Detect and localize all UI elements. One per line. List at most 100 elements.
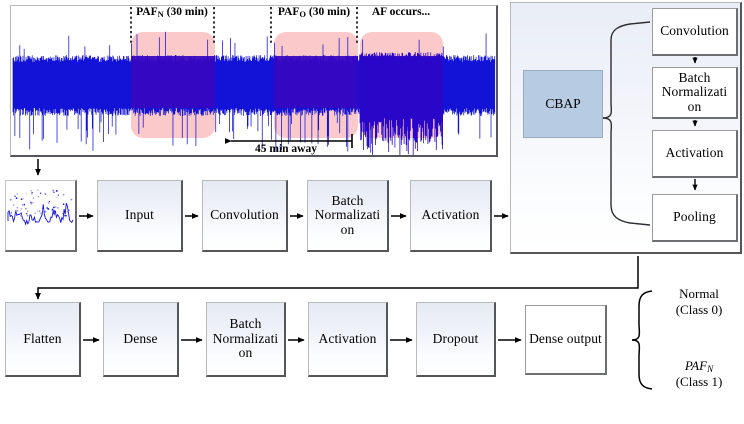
thumbnail-speckle [22,198,24,200]
thumbnail-speckle [42,209,45,212]
thumbnail-speckle [25,212,28,215]
thumbnail-speckle [53,191,55,194]
thumbnail-speckle [9,198,12,201]
thumbnail-speckle [47,207,50,210]
layer-dense[interactable]: Dense [103,302,179,377]
thumbnail-speckle [12,204,15,206]
thumbnail-speckle [55,189,58,192]
thumbnail-speckle [19,209,21,211]
thumbnail-speckle [16,193,18,195]
annotation-pafo-line2: (30 min) [308,6,351,18]
layer-convolution[interactable]: Convolution [202,180,288,252]
interval-label: 45 min away [255,143,317,155]
layer-activation-2[interactable]: Activation [308,302,388,377]
cbap-block-pooling-label: Pooling [673,209,716,225]
thumbnail-speckle [30,202,33,205]
thumbnail-speckle [27,210,29,212]
output-class-pafn-line1: PAFN [684,358,714,374]
thumbnail-speckle [10,211,13,214]
thumbnail-speckle [14,209,17,212]
thumbnail-speckle [30,190,32,192]
thumbnail-speckle [40,212,42,214]
thumbnail-speckle [52,189,55,192]
ecg-waveform [12,31,496,155]
cbap-block-activation[interactable]: Activation [652,130,738,178]
thumbnail-speckle [57,207,59,209]
thumbnail-speckle [66,210,69,213]
thumbnail-speckle [31,193,33,195]
thumbnail-speckle [54,206,57,208]
output-class-normal: Normal (Class 0) [655,286,743,317]
layer-dense-output-label: Dense output [529,331,602,347]
output-class-normal-line2: (Class 0) [675,301,723,317]
layer-batchnorm-2[interactable]: Batch Normalizati on [206,302,286,377]
output-brace [631,290,653,390]
ecg-segment-thumbnail-waveform [7,189,74,226]
thumbnail-speckle [21,204,24,206]
thumbnail-speckle [16,206,19,209]
thumbnail-speckle [56,196,58,198]
thumbnail-speckle [61,212,63,215]
annotation-pafn-line2: (30 min) [166,6,208,18]
layer-batchnorm-label: Batch Normalizati on [314,192,381,237]
layer-batchnorm[interactable]: Batch Normalizati on [307,180,389,252]
thumbnail-speckle [37,210,39,212]
layer-flatten[interactable]: Flatten [5,302,81,377]
cbap-block-batchnorm[interactable]: Batch Normalizati on [652,67,738,119]
thumbnail-speckle [39,192,42,194]
output-class-normal-line1: Normal [679,286,719,301]
annotation-af-occurs: AF occurs... [358,6,444,19]
thumbnail-speckle [32,202,34,204]
thumbnail-speckle [51,208,54,211]
layer-dense-label: Dense [123,330,158,346]
thumbnail-speckle [62,193,65,196]
thumbnail-speckle [26,214,29,217]
thumbnail-speckle [32,197,35,199]
thumbnail-speckle [40,214,42,216]
thumbnail-speckle [37,189,39,191]
cbap-block-activation-label: Activation [665,145,724,161]
layer-dropout[interactable]: Dropout [416,302,496,377]
thumbnail-trace [7,203,74,226]
thumbnail-speckle [71,198,73,200]
cbap-block[interactable]: CBAP [523,70,603,138]
ecg-segment-thumbnail [5,180,77,252]
thumbnail-speckle [20,198,23,200]
output-class-pafn: PAFN (Class 1) [655,358,743,389]
thumbnail-speckle [23,203,26,206]
thumbnail-speckle [47,202,50,204]
thumbnail-speckle [20,208,22,210]
thumbnail-speckle [14,195,16,197]
layer-activation-label: Activation [421,207,480,223]
thumbnail-speckle [23,205,25,207]
ecg-af-dense-trace [359,52,443,155]
thumbnail-speckle [15,197,18,200]
thumbnail-speckle [34,212,36,214]
cbap-block-pooling[interactable]: Pooling [652,194,738,242]
thumbnail-speckle [63,215,65,216]
layer-flatten-label: Flatten [23,330,62,346]
layer-dense-output[interactable]: Dense output [525,305,607,375]
layer-dropout-label: Dropout [432,330,479,346]
layer-activation[interactable]: Activation [410,180,492,252]
cbap-label: CBAP [545,96,581,111]
thumbnail-speckle [65,214,67,217]
ecg-dense-core-pafn-window [131,56,215,108]
cbap-block-batchnorm-label: Batch Normalizati on [661,69,728,114]
annotation-pafo: PAFO (30 min) [271,6,357,19]
thumbnail-speckle [52,206,55,209]
layer-input[interactable]: Input [97,180,183,252]
thumbnail-speckle [37,195,40,198]
thumbnail-speckle [39,210,41,212]
output-class-pafn-line2: (Class 1) [675,373,723,389]
annotation-pafn: PAFN (30 min) [130,6,214,19]
thumbnail-speckle [31,191,33,194]
cbap-block-convolution[interactable]: Convolution [652,8,738,56]
layer-batchnorm-2-label: Batch Normalizati on [212,316,279,361]
thumbnail-speckle [20,214,22,217]
layer-convolution-label: Convolution [210,207,279,223]
thumbnail-speckle [26,193,28,195]
thumbnail-speckle [48,200,51,203]
ecg-dense-core-pafo-window [274,56,358,108]
